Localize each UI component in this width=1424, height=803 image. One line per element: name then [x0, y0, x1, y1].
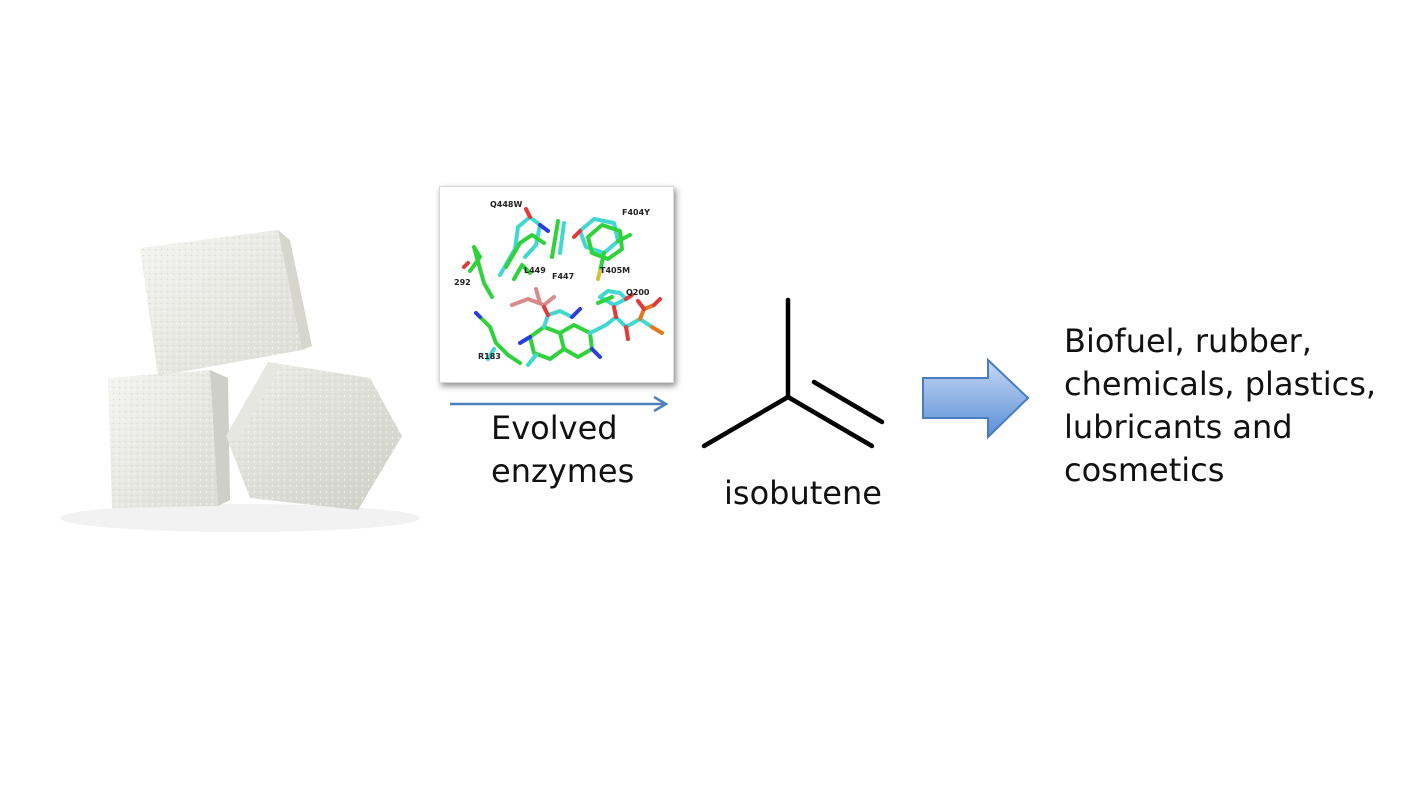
products-line-2: chemicals, plastics, — [1064, 365, 1377, 403]
enzyme-active-site-render: Q448W F404Y L449 F447 T405M 292 Q200 R18… — [454, 200, 664, 367]
products-block-arrow — [922, 357, 1030, 440]
residue-label-f447: F447 — [552, 272, 574, 281]
products-label: Biofuel, rubber, chemicals, plastics, lu… — [1064, 320, 1376, 492]
residue-label-292: 292 — [454, 278, 471, 287]
isobutene-structure — [701, 297, 885, 449]
evolved-enzymes-label: Evolved enzymes — [491, 407, 634, 493]
products-line-4: cosmetics — [1064, 451, 1225, 489]
sugar-cube-right — [226, 362, 402, 510]
enzyme-step-arrow — [450, 395, 669, 413]
sugar-cube-top — [140, 230, 312, 376]
products-line-1: Biofuel, rubber, — [1064, 322, 1312, 360]
residue-label-q200: Q200 — [626, 288, 650, 297]
residue-label-f404y: F404Y — [622, 208, 650, 217]
products-line-3: lubricants and — [1064, 408, 1293, 446]
residue-label-r183: R183 — [478, 352, 501, 361]
enzyme-structure-panel: Q448W F404Y L449 F447 T405M 292 Q200 R18… — [439, 186, 674, 383]
evolved-enzymes-line-2: enzymes — [491, 452, 635, 490]
isobutene-label: isobutene — [724, 474, 882, 512]
sugar-cubes-image — [60, 230, 420, 532]
evolved-enzymes-line-1: Evolved — [491, 409, 618, 447]
residue-label-q448w: Q448W — [490, 200, 523, 209]
sugar-cube-bottom-left — [108, 370, 230, 508]
double-bond-inner — [811, 379, 885, 425]
double-bond-outer — [785, 394, 875, 449]
residue-label-l449: L449 — [524, 266, 546, 275]
bond-methyl-left — [701, 394, 791, 449]
residue-label-t405m: T405M — [600, 266, 630, 275]
